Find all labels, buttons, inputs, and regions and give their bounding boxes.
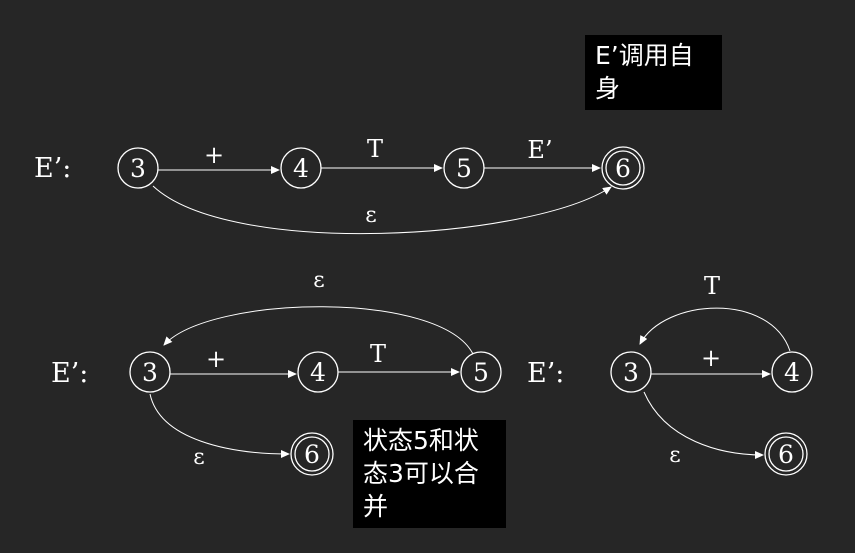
note-self-call-line-1: E’调用自 — [595, 41, 694, 70]
edge-3-6-epsilon — [643, 391, 764, 459]
state-4-label: 4 — [293, 154, 309, 183]
state-4: 4 — [297, 351, 339, 393]
note-merge: 状态5和状 态3可以合 并 — [353, 420, 506, 528]
note-merge-line-1: 状态5和状 — [363, 426, 479, 455]
edge-3-6-label: ε — [669, 443, 680, 468]
state-3-label: 3 — [623, 358, 639, 387]
edge-3-6-epsilon — [149, 393, 290, 458]
state-3: 3 — [610, 351, 652, 393]
state-3-label: 3 — [130, 154, 146, 183]
state-6-label: 6 — [304, 440, 320, 469]
edge-5-3-label: ε — [313, 268, 324, 293]
state-4-label: 4 — [310, 358, 326, 387]
edge-4-5-label: T — [367, 135, 383, 163]
state-4: 4 — [280, 147, 322, 189]
diagram-3: E’: 3 4 6 + T ε — [527, 272, 813, 476]
state-3: 3 — [129, 351, 171, 393]
edge-4-3-t — [639, 307, 791, 352]
edge-4-5-label: T — [370, 340, 386, 368]
state-6-accepting: 6 — [601, 146, 645, 190]
diagram-2-label: E’: — [51, 358, 88, 389]
state-6-accepting: 6 — [764, 432, 808, 476]
edge-3-6-epsilon — [152, 185, 612, 235]
state-6-label: 6 — [615, 154, 631, 183]
state-6-label: 6 — [778, 440, 794, 469]
edge-5-3-epsilon — [163, 306, 474, 355]
edge-3-6-label: ε — [365, 203, 376, 228]
diagram-1-label: E’: — [34, 153, 71, 184]
edge-4-3-label: T — [704, 272, 720, 300]
state-5-label: 5 — [473, 358, 489, 387]
state-5: 5 — [443, 147, 485, 189]
note-self-call: E’调用自 身 — [585, 35, 722, 110]
state-6-accepting: 6 — [290, 432, 334, 476]
state-5-label: 5 — [456, 154, 472, 183]
state-3: 3 — [117, 147, 159, 189]
edge-3-6-label: ε — [193, 445, 204, 470]
state-4-label: 4 — [784, 358, 800, 387]
note-merge-line-2: 态3可以合 — [363, 459, 479, 488]
diagram-2: E’: 3 4 5 6 + T ε ε — [51, 268, 502, 476]
state-4: 4 — [771, 351, 813, 393]
edge-3-4-label: + — [701, 344, 721, 372]
edge-3-4-label: + — [204, 141, 224, 169]
note-merge-line-3: 并 — [363, 492, 389, 521]
diagram-1: E’: 3 4 5 6 + T E’ ε — [34, 135, 645, 235]
edge-5-6-label: E’ — [527, 136, 552, 164]
note-self-call-line-2: 身 — [595, 74, 621, 103]
state-5: 5 — [460, 351, 502, 393]
edge-3-4-label: + — [206, 345, 226, 373]
state-3-label: 3 — [142, 358, 158, 387]
diagram-3-label: E’: — [527, 358, 564, 389]
